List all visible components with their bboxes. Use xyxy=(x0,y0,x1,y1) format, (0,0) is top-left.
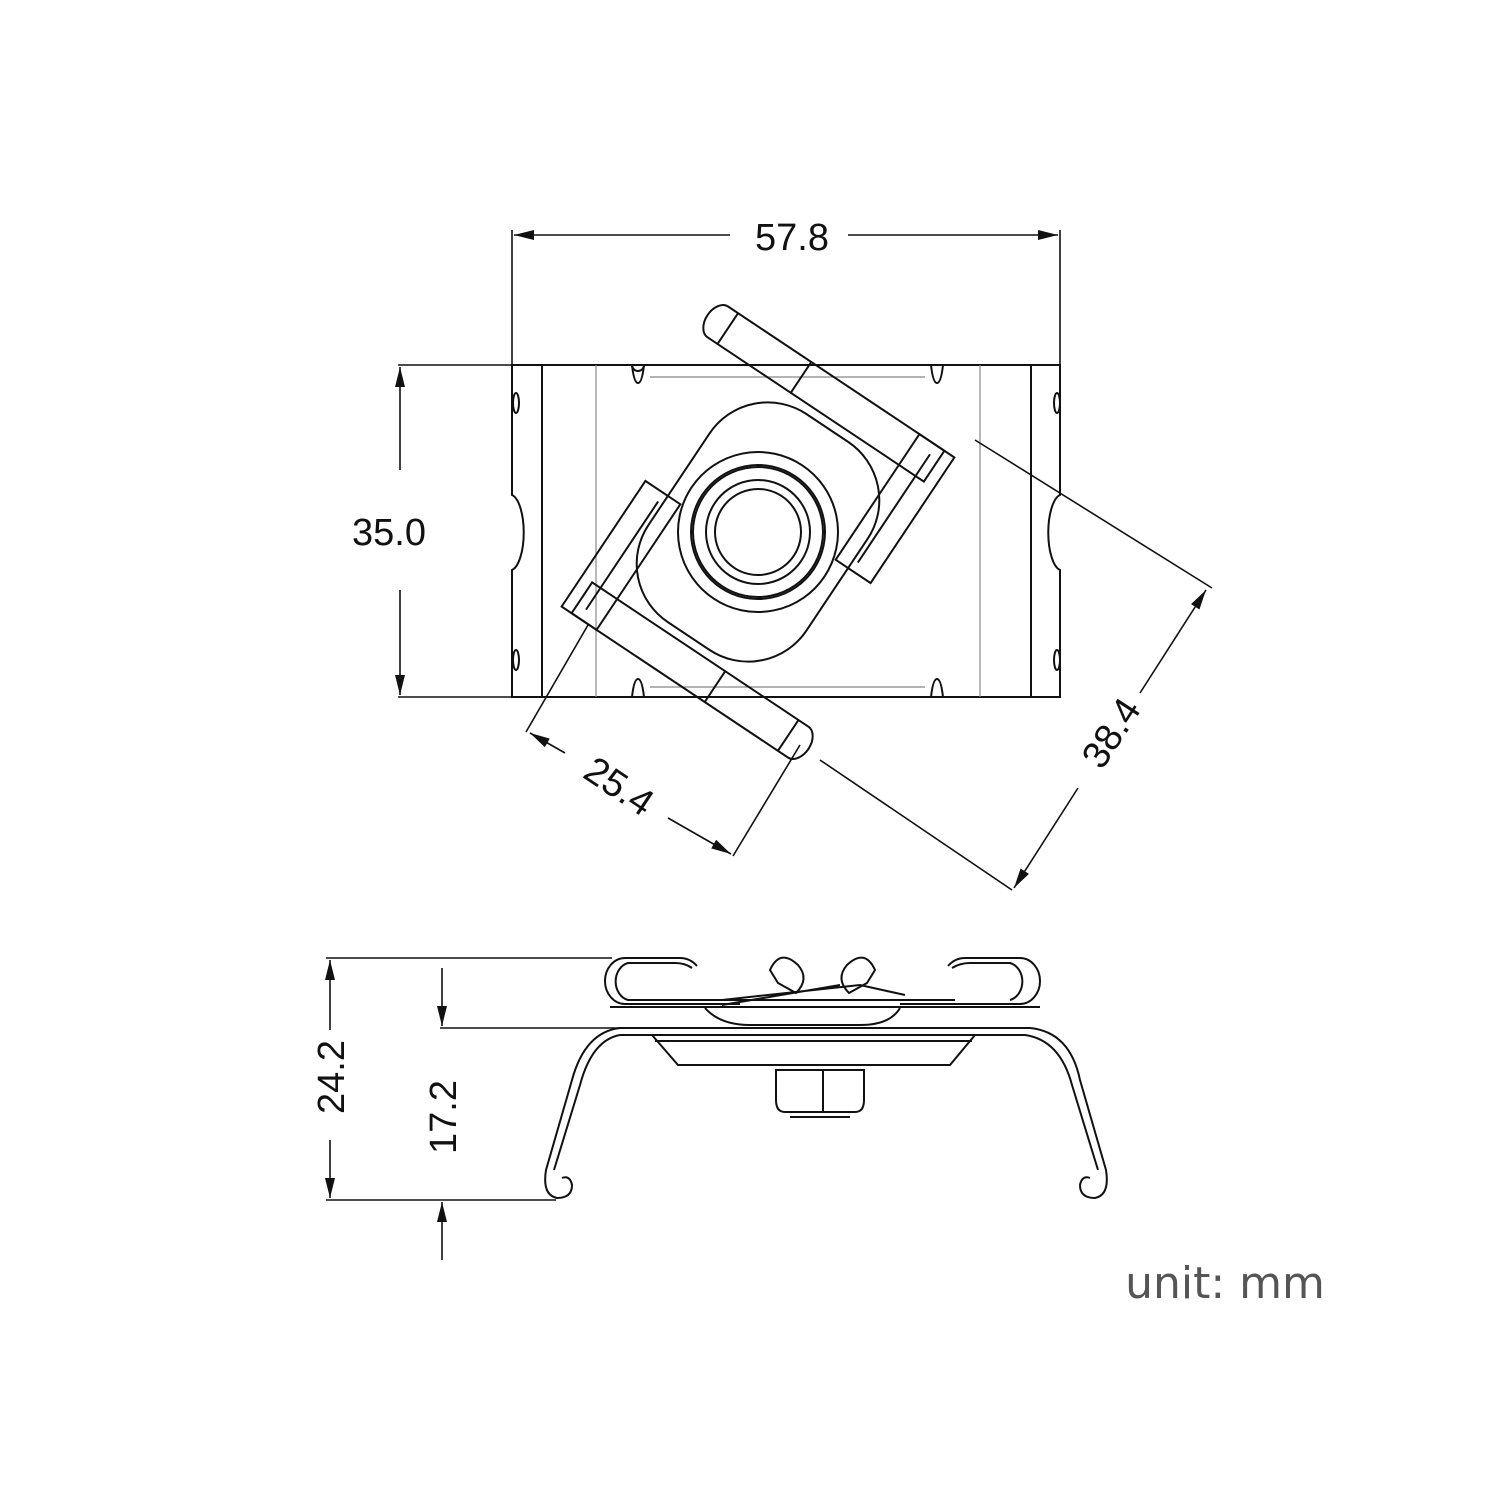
flange-ring xyxy=(677,451,839,613)
dimension-height: 35.0 xyxy=(352,364,512,698)
dimension-leg-height: 17.2 xyxy=(423,968,622,1260)
bottom-nut xyxy=(775,1069,865,1118)
total-height-dim-label: 24.2 xyxy=(311,1040,353,1114)
base-plate xyxy=(511,364,1061,698)
dimension-total-height: 24.2 xyxy=(311,957,612,1201)
leg-height-dim-label: 17.2 xyxy=(423,1080,465,1154)
unit-label: unit: mm xyxy=(1125,1258,1325,1309)
bracket xyxy=(544,1027,1108,1200)
dimension-arm: 25.4 xyxy=(525,624,801,857)
center-hole xyxy=(714,488,802,576)
arm-dim-label: 25.4 xyxy=(576,749,661,825)
side-view: 24.2 17.2 xyxy=(311,956,1108,1260)
height-dim-label: 35.0 xyxy=(352,512,426,554)
diagonal-dim-label: 38.4 xyxy=(1074,691,1150,776)
clip-loops xyxy=(604,957,1041,1008)
top-view: 57.8 35.0 38.4 25.4 xyxy=(352,217,1213,891)
cone-base xyxy=(651,1034,976,1066)
dimension-width: 57.8 xyxy=(511,217,1061,365)
width-dim-label: 57.8 xyxy=(755,217,829,259)
wing-nut xyxy=(704,956,906,1026)
rivet-icons xyxy=(512,392,1061,671)
rotating-clamp xyxy=(560,304,956,760)
